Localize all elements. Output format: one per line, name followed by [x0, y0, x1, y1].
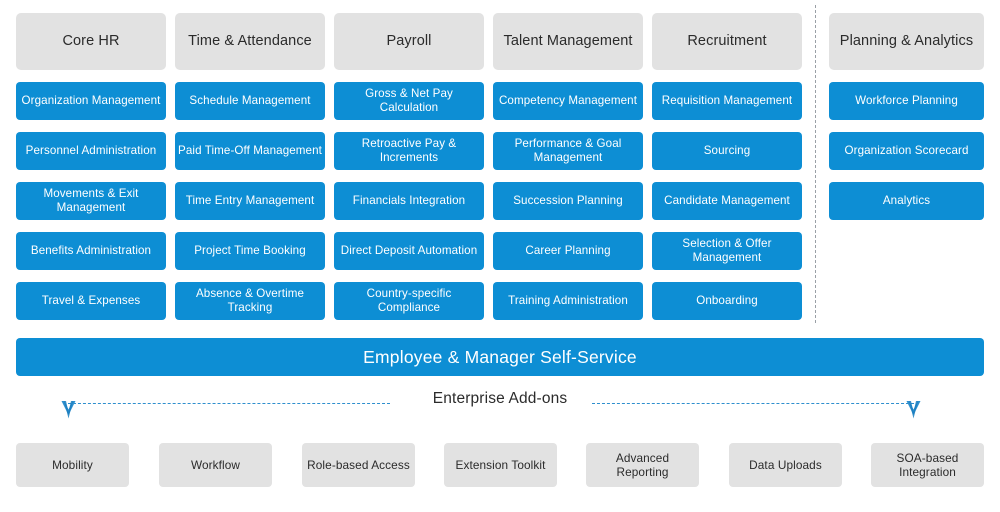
- module-column-payroll: Payroll Gross & Net Pay Calculation Retr…: [334, 13, 484, 320]
- chevron-down-icon: [61, 401, 76, 419]
- module-cell[interactable]: Schedule Management: [175, 82, 325, 120]
- module-cell[interactable]: Time Entry Management: [175, 182, 325, 220]
- module-cell[interactable]: Requisition Management: [652, 82, 802, 120]
- module-cell[interactable]: Sourcing: [652, 132, 802, 170]
- section-divider: [815, 5, 816, 323]
- module-cell[interactable]: Career Planning: [493, 232, 643, 270]
- module-column-talent-management: Talent Management Competency Management …: [493, 13, 643, 320]
- column-header-talent-management: Talent Management: [493, 13, 643, 70]
- module-cell[interactable]: Training Administration: [493, 282, 643, 320]
- column-header-recruitment: Recruitment: [652, 13, 802, 70]
- module-cell[interactable]: Performance & Goal Management: [493, 132, 643, 170]
- addons-row: Mobility Workflow Role-based Access Exte…: [16, 443, 984, 487]
- self-service-band[interactable]: Employee & Manager Self-Service: [16, 338, 984, 376]
- column-header-core-hr: Core HR: [16, 13, 166, 70]
- addon-box[interactable]: Workflow: [159, 443, 272, 487]
- module-cell[interactable]: Selection & Offer Management: [652, 232, 802, 270]
- module-cell[interactable]: Succession Planning: [493, 182, 643, 220]
- module-cell[interactable]: Competency Management: [493, 82, 643, 120]
- addon-box[interactable]: Extension Toolkit: [444, 443, 557, 487]
- module-column-time-attendance: Time & Attendance Schedule Management Pa…: [175, 13, 325, 320]
- module-cell[interactable]: Direct Deposit Automation: [334, 232, 484, 270]
- module-cell[interactable]: Paid Time-Off Management: [175, 132, 325, 170]
- connector-line-right: [592, 403, 914, 404]
- module-cell[interactable]: Organization Scorecard: [829, 132, 984, 170]
- addon-box[interactable]: Advanced Reporting: [586, 443, 699, 487]
- module-cell[interactable]: Candidate Management: [652, 182, 802, 220]
- module-cell[interactable]: Financials Integration: [334, 182, 484, 220]
- module-cell[interactable]: Personnel Administration: [16, 132, 166, 170]
- addons-label: Enterprise Add-ons: [432, 390, 568, 407]
- addon-box[interactable]: Mobility: [16, 443, 129, 487]
- module-cell[interactable]: Organization Management: [16, 82, 166, 120]
- addon-box[interactable]: Role-based Access: [302, 443, 415, 487]
- module-column-core-hr: Core HR Organization Management Personne…: [16, 13, 166, 320]
- module-cell[interactable]: Onboarding: [652, 282, 802, 320]
- module-cell[interactable]: Gross & Net Pay Calculation: [334, 82, 484, 120]
- module-cell[interactable]: Absence & Overtime Tracking: [175, 282, 325, 320]
- module-column-planning-analytics: Planning & Analytics Workforce Planning …: [829, 13, 984, 220]
- addons-connector: Enterprise Add-ons: [0, 386, 1000, 426]
- module-cell[interactable]: Movements & Exit Management: [16, 182, 166, 220]
- column-header-time-attendance: Time & Attendance: [175, 13, 325, 70]
- addon-box[interactable]: SOA-based Integration: [871, 443, 984, 487]
- module-cell[interactable]: Travel & Expenses: [16, 282, 166, 320]
- column-header-planning-analytics: Planning & Analytics: [829, 13, 984, 70]
- chevron-down-icon: [906, 401, 921, 419]
- module-matrix: Core HR Organization Management Personne…: [16, 5, 984, 323]
- module-cell[interactable]: Workforce Planning: [829, 82, 984, 120]
- module-cell[interactable]: Benefits Administration: [16, 232, 166, 270]
- module-cell[interactable]: Analytics: [829, 182, 984, 220]
- module-column-recruitment: Recruitment Requisition Management Sourc…: [652, 13, 802, 320]
- connector-line-left: [68, 403, 390, 404]
- module-cell[interactable]: Country-specific Compliance: [334, 282, 484, 320]
- module-cell[interactable]: Retroactive Pay & Increments: [334, 132, 484, 170]
- addon-box[interactable]: Data Uploads: [729, 443, 842, 487]
- module-cell[interactable]: Project Time Booking: [175, 232, 325, 270]
- column-header-payroll: Payroll: [334, 13, 484, 70]
